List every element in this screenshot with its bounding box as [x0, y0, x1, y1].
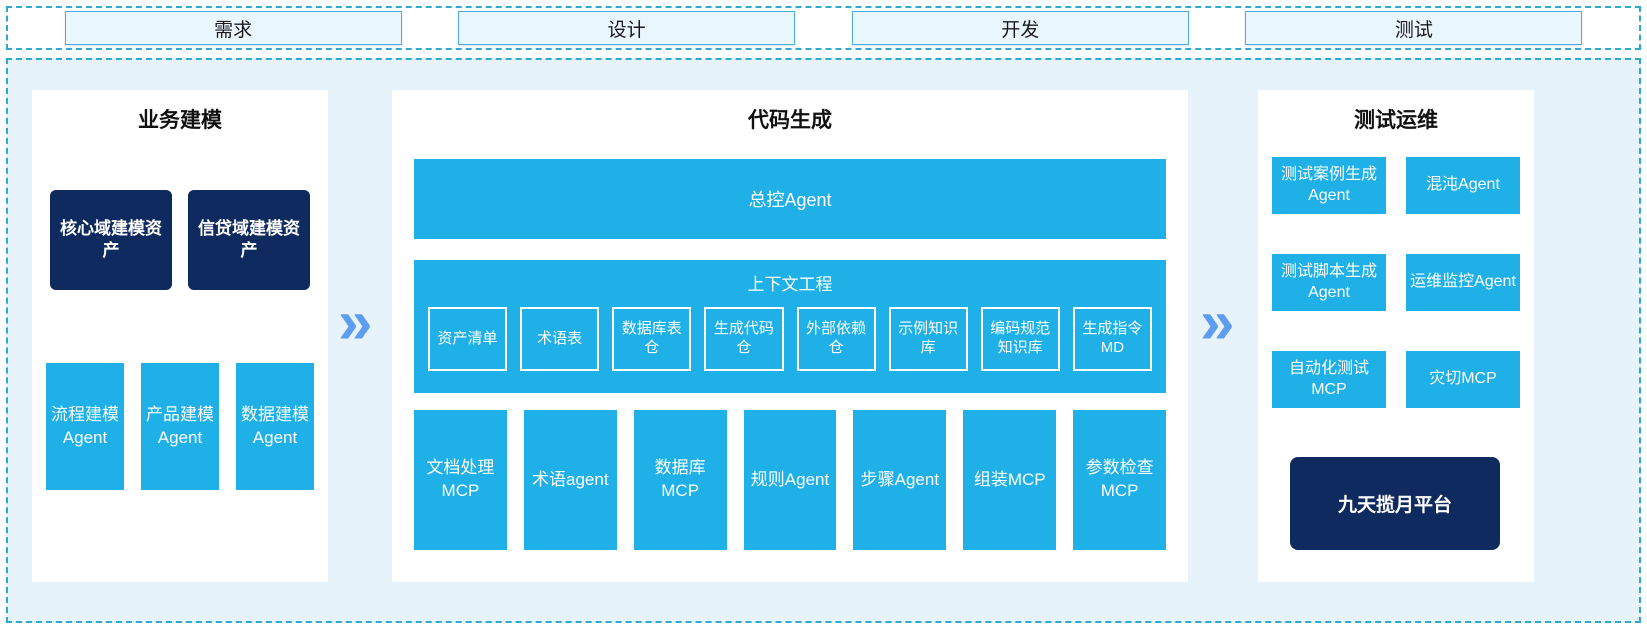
asset-box-core-domain: 核心域建模资产: [50, 190, 172, 290]
main-area: 业务建模 核心域建模资产 信贷域建模资产 流程建模Agent 产品建模Agent…: [6, 58, 1641, 623]
phase-box-requirements: 需求: [64, 11, 402, 45]
testops-box-test-script-gen-agent: 测试脚本生成Agent: [1272, 254, 1386, 311]
code-generation-title: 代码生成: [748, 109, 832, 132]
tool-box-param-check-mcp: 参数检查MCP: [1073, 410, 1167, 550]
tool-box-glossary-agent: 术语agent: [523, 410, 617, 550]
panel-business-modeling: 业务建模 核心域建模资产 信贷域建模资产 流程建模Agent 产品建模Agent…: [32, 90, 328, 582]
test-ops-title: 测试运维: [1354, 109, 1438, 132]
context-item-external-deps-repo: 外部依赖仓: [796, 307, 876, 371]
context-item-glossary: 术语表: [520, 307, 600, 371]
testops-box-chaos-agent: 混沌Agent: [1406, 157, 1520, 214]
agent-box-process-modeling: 流程建模Agent: [46, 363, 124, 490]
test-ops-grid: 测试案例生成Agent 混沌Agent 测试脚本生成Agent 运维监控Agen…: [1272, 157, 1520, 408]
phase-box-testing: 测试: [1245, 11, 1583, 45]
master-agent-bar: 总控Agent: [414, 159, 1166, 239]
tools-row: 文档处理MCP 术语agent 数据库MCP 规则Agent 步骤Agent 组…: [414, 410, 1167, 550]
flow-arrow-icon: »: [1200, 288, 1235, 357]
testops-box-automated-test-mcp: 自动化测试MCP: [1272, 351, 1386, 408]
tool-box-database-mcp: 数据库MCP: [633, 410, 727, 550]
tool-box-doc-processing-mcp: 文档处理MCP: [414, 410, 507, 550]
business-modeling-title: 业务建模: [138, 109, 222, 132]
testops-box-disaster-switch-mcp: 灾切MCP: [1406, 351, 1520, 408]
phase-strip: 需求 设计 开发 测试: [6, 6, 1641, 50]
context-item-instruction-md: 生成指令MD: [1072, 307, 1152, 371]
context-engineering-title: 上下文工程: [747, 275, 833, 294]
phase-box-development: 开发: [851, 11, 1189, 45]
panel-code-generation: 代码生成 总控Agent 上下文工程 资产清单 术语表 数据库表仓 生成代码仓 …: [392, 90, 1188, 582]
agent-box-data-modeling: 数据建模Agent: [236, 363, 314, 490]
tool-box-rule-agent: 规则Agent: [743, 410, 837, 550]
testops-box-ops-monitor-agent: 运维监控Agent: [1406, 254, 1520, 311]
tool-box-step-agent: 步骤Agent: [853, 410, 947, 550]
tool-box-assembly-mcp: 组装MCP: [963, 410, 1057, 550]
testops-box-test-case-gen-agent: 测试案例生成Agent: [1272, 157, 1386, 214]
asset-row: 核心域建模资产 信贷域建模资产: [32, 190, 328, 290]
asset-box-credit-domain: 信贷域建模资产: [188, 190, 310, 290]
context-engineering-block: 上下文工程 资产清单 术语表 数据库表仓 生成代码仓 外部依赖仓 示例知识库 编…: [414, 260, 1166, 393]
phase-box-design: 设计: [458, 11, 796, 45]
context-item-generated-code-repo: 生成代码仓: [704, 307, 784, 371]
context-item-asset-list: 资产清单: [428, 307, 508, 371]
agent-box-product-modeling: 产品建模Agent: [141, 363, 219, 490]
flow-arrow-icon: »: [338, 288, 373, 357]
context-item-example-kb: 示例知识库: [888, 307, 968, 371]
business-agent-row: 流程建模Agent 产品建模Agent 数据建模Agent: [32, 363, 328, 490]
context-item-db-table-repo: 数据库表仓: [612, 307, 692, 371]
platform-box-jiutian-lanyue: 九天揽月平台: [1290, 457, 1500, 550]
context-item-coding-standard-kb: 编码规范知识库: [980, 307, 1060, 371]
context-items-row: 资产清单 术语表 数据库表仓 生成代码仓 外部依赖仓 示例知识库 编码规范知识库…: [414, 295, 1166, 371]
panel-test-ops: 测试运维 测试案例生成Agent 混沌Agent 测试脚本生成Agent 运维监…: [1258, 90, 1534, 582]
